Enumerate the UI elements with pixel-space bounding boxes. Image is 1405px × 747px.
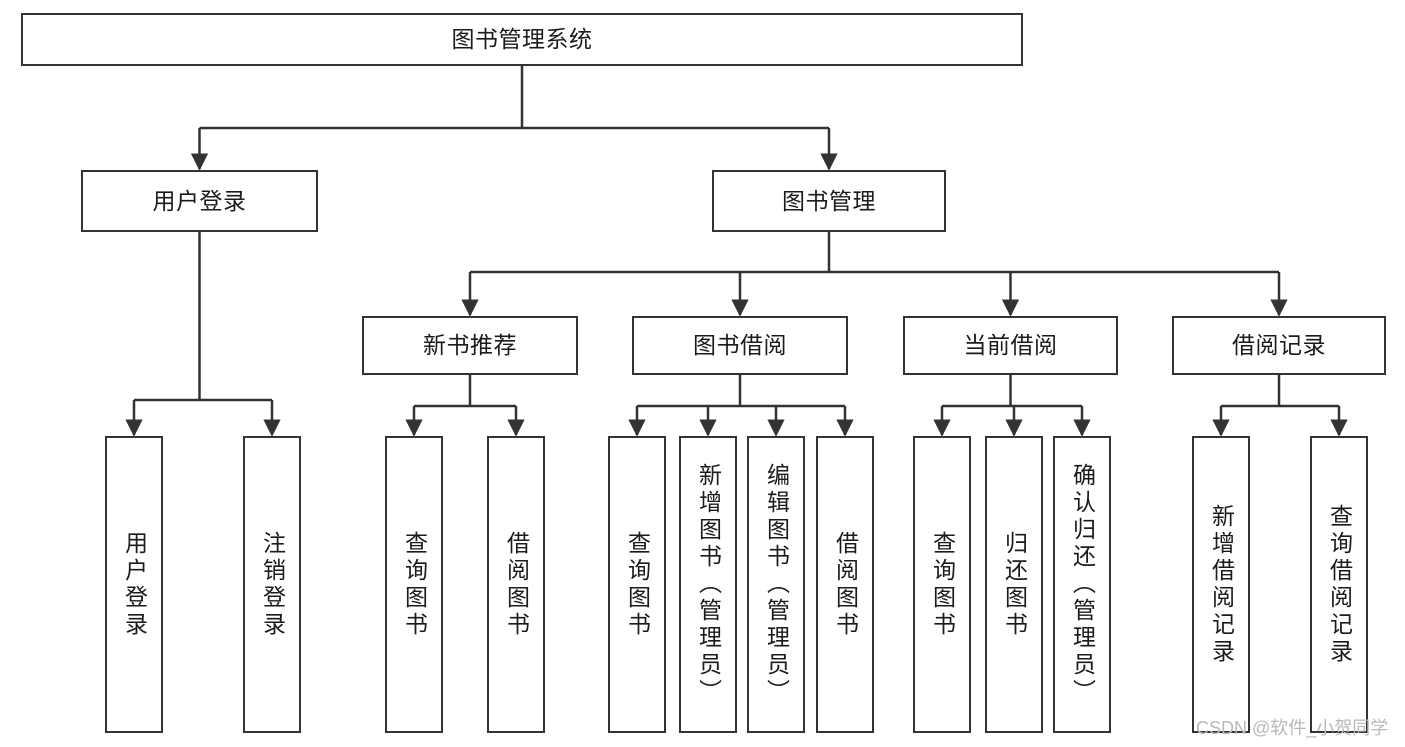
leaf-add-borrow-record-label: 新增借阅记录 [1208,503,1235,666]
node-user-login: 用户登录 [81,170,318,232]
leaf-return-book-label: 归还图书 [1001,530,1028,639]
leaf-add-book-admin-label: 新增图书（管理员） [695,463,722,706]
node-new-book-recommend-label: 新书推荐 [423,332,517,359]
leaf-borrow-book-label: 借阅图书 [832,530,859,639]
leaf-add-borrow-record: 新增借阅记录 [1192,436,1250,733]
leaf-borrow-book-recommend-label: 借阅图书 [503,530,530,639]
leaf-edit-book-admin: 编辑图书（管理员） [747,436,805,733]
leaf-logout-label: 注销登录 [259,530,286,639]
node-current-borrow: 当前借阅 [903,316,1118,375]
leaf-query-book-current: 查询图书 [913,436,971,733]
node-borrow-record-label: 借阅记录 [1232,332,1326,359]
leaf-query-book-borrow-label: 查询图书 [624,530,651,639]
leaf-query-book-recommend: 查询图书 [385,436,443,733]
leaf-add-book-admin: 新增图书（管理员） [679,436,737,733]
leaf-query-book-recommend-label: 查询图书 [401,530,428,639]
leaf-borrow-book: 借阅图书 [816,436,874,733]
leaf-confirm-return-admin: 确认归还（管理员） [1053,436,1111,733]
node-current-borrow-label: 当前借阅 [963,332,1058,359]
leaf-query-borrow-record-label: 查询借阅记录 [1326,503,1353,666]
node-book-management-label: 图书管理 [782,187,876,214]
leaf-query-book-borrow: 查询图书 [608,436,666,733]
leaf-return-book: 归还图书 [985,436,1043,733]
leaf-query-borrow-record: 查询借阅记录 [1310,436,1368,733]
leaf-confirm-return-admin-label: 确认归还（管理员） [1069,463,1096,706]
node-new-book-recommend: 新书推荐 [362,316,578,375]
leaf-query-book-current-label: 查询图书 [929,530,956,639]
leaf-user-login-label: 用户登录 [121,530,148,639]
leaf-borrow-book-recommend: 借阅图书 [487,436,545,733]
csdn-watermark: CSDN @软件_小贺同学 [1196,718,1389,738]
node-root-system: 图书管理系统 [21,13,1023,66]
node-borrow-record: 借阅记录 [1172,316,1386,375]
node-user-login-label: 用户登录 [152,187,247,214]
leaf-user-login: 用户登录 [105,436,163,733]
leaf-edit-book-admin-label: 编辑图书（管理员） [763,463,790,706]
leaf-logout: 注销登录 [243,436,301,733]
node-book-borrow-label: 图书借阅 [693,332,787,359]
node-book-borrow: 图书借阅 [632,316,848,375]
node-root-system-label: 图书管理系统 [451,26,593,53]
node-book-management: 图书管理 [712,170,946,232]
